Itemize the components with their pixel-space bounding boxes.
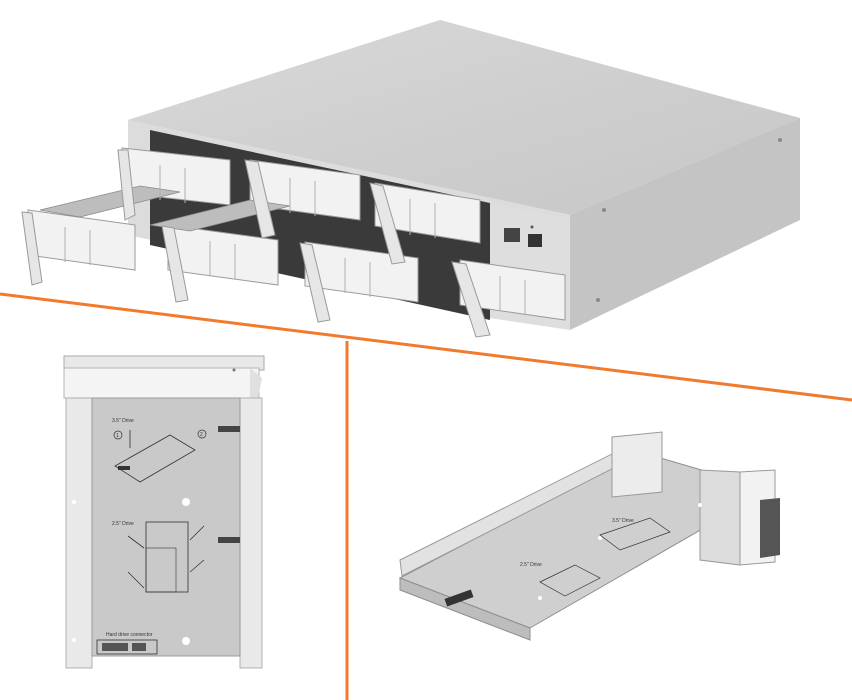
divider-lines bbox=[0, 292, 852, 700]
rj45-port-icon bbox=[504, 228, 520, 242]
label-2-5-drive-angled: 2.5" Drive bbox=[520, 562, 542, 568]
step-1-label: 1 bbox=[116, 433, 119, 439]
server-chassis bbox=[21, 20, 800, 338]
drive-tray-top-view: 3.5" Drive 1 2 2.5" Drive Hard drive con… bbox=[63, 355, 265, 669]
drive-tray-angled-view: 2.5" Drive 3.5" Drive bbox=[398, 431, 780, 641]
diagonal-divider bbox=[0, 292, 852, 402]
connector-diagram bbox=[96, 639, 158, 655]
label-2-5-drive: 2.5" Drive bbox=[112, 521, 134, 527]
step-2-label: 2 bbox=[200, 432, 203, 438]
sfp-port-icon bbox=[528, 234, 542, 247]
label-3-5-drive: 3.5" Drive bbox=[112, 418, 134, 424]
connector-label: Hard drive connector bbox=[106, 632, 153, 638]
label-3-5-drive-angled: 3.5" Drive bbox=[612, 518, 634, 524]
hdd-35-diagram bbox=[114, 434, 196, 483]
